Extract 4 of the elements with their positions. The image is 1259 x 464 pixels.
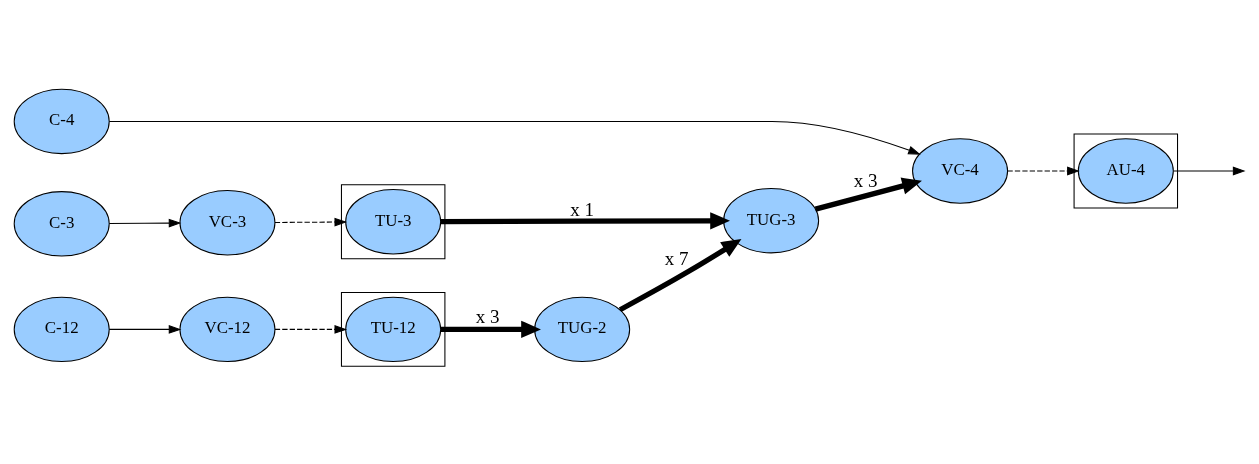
edge-label: x 7 xyxy=(664,248,689,270)
edge-label: x 1 xyxy=(570,198,595,220)
edge-label: x 3 xyxy=(853,170,878,192)
edge-label: x 3 xyxy=(475,306,500,328)
